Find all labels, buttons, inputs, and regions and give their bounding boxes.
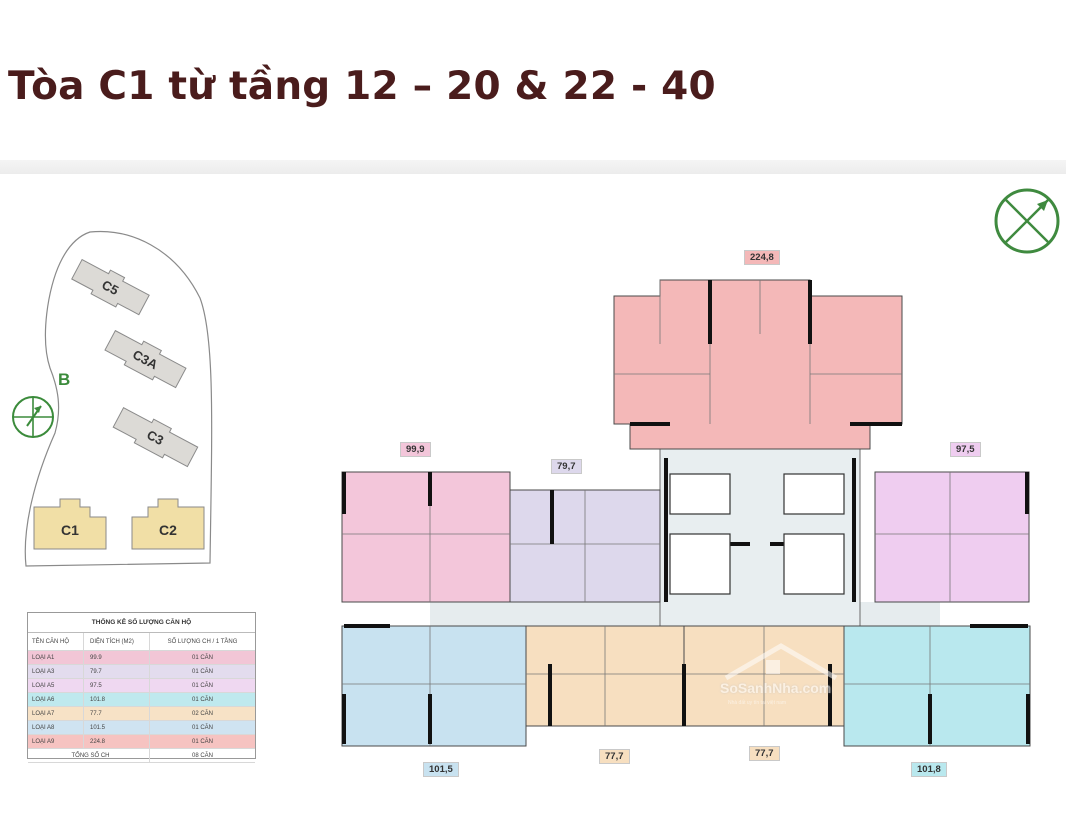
unit-a8 bbox=[341, 625, 527, 747]
stats-header-area: DIỆN TÍCH (M2) bbox=[84, 633, 150, 650]
row-area: 97.5 bbox=[84, 679, 150, 692]
building-label-c2: C2 bbox=[159, 522, 177, 538]
north-arrow-icon bbox=[994, 188, 1060, 254]
table-row: LOẠI A5 97.5 01 CĂN bbox=[28, 679, 255, 693]
house-icon bbox=[724, 643, 838, 681]
site-boundary bbox=[24, 230, 213, 567]
area-label-a7-left: 77,7 bbox=[599, 749, 630, 764]
building-c3: C3 bbox=[112, 407, 199, 468]
row-count: 01 CĂN bbox=[191, 683, 213, 689]
area-label-a9: 224,8 bbox=[744, 250, 780, 265]
unit-a5 bbox=[874, 471, 1030, 603]
table-row: LOẠI A6 101.8 01 CĂN bbox=[28, 693, 255, 707]
stair-cores bbox=[669, 473, 845, 595]
watermark-text: SoSanhNha.com bbox=[720, 680, 832, 696]
building-label-c1: C1 bbox=[61, 522, 79, 538]
row-type: LOẠI A6 bbox=[28, 693, 84, 706]
row-type: LOẠI A1 bbox=[28, 651, 84, 664]
building-c3a: C3A bbox=[104, 329, 187, 389]
building-label-c5: C5 bbox=[99, 277, 121, 298]
building-c5: C5 bbox=[71, 258, 150, 316]
unit-a1 bbox=[341, 471, 511, 603]
structural-walls bbox=[342, 280, 1030, 744]
building-c2: C2 bbox=[131, 498, 205, 550]
building-c1: C1 bbox=[33, 498, 107, 550]
row-area: 99.9 bbox=[84, 651, 150, 664]
row-area: 79.7 bbox=[84, 665, 150, 678]
apartment-stats-table: THỐNG KÊ SỐ LƯỢNG CĂN HỘ TÊN CĂN HỘ DIỆN… bbox=[27, 612, 256, 763]
table-row: LOẠI A7 77.7 02 CĂN bbox=[28, 707, 255, 721]
table-row: LOẠI A3 79.7 01 CĂN bbox=[28, 665, 255, 679]
stats-header-row: TÊN CĂN HỘ DIỆN TÍCH (M2) SỐ LƯỢNG CH / … bbox=[28, 633, 255, 651]
row-type: LOẠI A5 bbox=[28, 679, 84, 692]
row-type: LOẠI A7 bbox=[28, 707, 84, 720]
page-title: Tòa C1 từ tầng 12 – 20 & 22 - 40 bbox=[8, 64, 716, 109]
row-type: LOẠI A3 bbox=[28, 665, 84, 678]
total-label: TỔNG SỐ CH bbox=[28, 749, 150, 762]
site-map: C5 C3A C3 C1 C2 bbox=[24, 230, 213, 567]
unit-a6 bbox=[843, 625, 1031, 747]
table-row: LOẠI A9 224.8 01 CĂN bbox=[28, 735, 255, 749]
stats-header-type: TÊN CĂN HỘ bbox=[28, 633, 84, 650]
stats-header-count: SỐ LƯỢNG CH / 1 TẦNG bbox=[167, 639, 238, 645]
stats-total-row: TỔNG SỐ CH 08 CĂN bbox=[28, 749, 255, 763]
header-divider bbox=[0, 160, 1066, 174]
plan-area: C5 C3A C3 C1 C2 B bbox=[0, 174, 1066, 840]
row-count: 01 CĂN bbox=[191, 725, 213, 731]
row-area: 224.8 bbox=[84, 735, 150, 748]
row-area: 77.7 bbox=[84, 707, 150, 720]
area-label-a8: 101,5 bbox=[423, 762, 459, 777]
row-count: 01 CĂN bbox=[191, 669, 213, 675]
row-type: LOẠI A9 bbox=[28, 735, 84, 748]
row-area: 101.8 bbox=[84, 693, 150, 706]
row-count: 01 CĂN bbox=[191, 655, 213, 661]
watermark-subtext: Nhà đất uy tín tại việt nam bbox=[728, 700, 787, 706]
total-count: 08 CĂN bbox=[191, 753, 213, 759]
table-row: LOẠI A1 99.9 01 CĂN bbox=[28, 651, 255, 665]
row-count: 01 CĂN bbox=[191, 739, 213, 745]
compass-icon bbox=[12, 396, 54, 438]
floor-plan bbox=[341, 279, 1031, 747]
row-count: 02 CĂN bbox=[191, 711, 213, 717]
area-label-a7-right: 77,7 bbox=[749, 746, 780, 761]
area-label-a1: 99,9 bbox=[400, 442, 431, 457]
row-count: 01 CĂN bbox=[191, 697, 213, 703]
stats-title: THỐNG KÊ SỐ LƯỢNG CĂN HỘ bbox=[28, 613, 255, 633]
row-type: LOẠI A8 bbox=[28, 721, 84, 734]
compass-label: B bbox=[58, 370, 71, 389]
header-band: Tòa C1 từ tầng 12 – 20 & 22 - 40 bbox=[0, 0, 1066, 172]
building-label-c3: C3 bbox=[144, 427, 166, 448]
watermark: SoSanhNha.com Nhà đất uy tín tại việt na… bbox=[706, 642, 856, 718]
area-label-a6: 101,8 bbox=[911, 762, 947, 777]
row-area: 101.5 bbox=[84, 721, 150, 734]
area-label-a3: 79,7 bbox=[551, 459, 582, 474]
area-label-a5: 97,5 bbox=[950, 442, 981, 457]
table-row: LOẠI A8 101.5 01 CĂN bbox=[28, 721, 255, 735]
